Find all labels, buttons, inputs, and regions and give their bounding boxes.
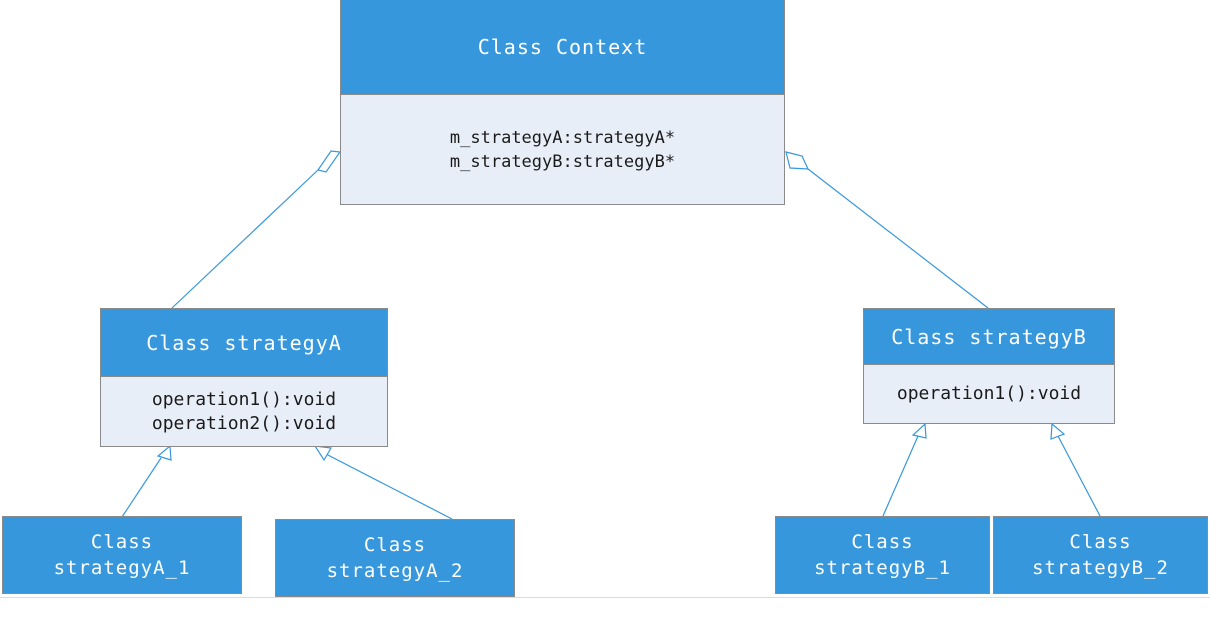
class-strategyA_1: Class strategyA_1: [2, 516, 242, 594]
class-name: strategyB_1: [814, 557, 951, 579]
inheritance-arrow-strategyB_2: [1050, 422, 1066, 440]
member-operation1: operation1():void: [896, 383, 1082, 404]
class-strategyA_2-title: Class strategyA_2: [276, 520, 514, 596]
class-name: strategyB_2: [1032, 557, 1169, 579]
class-name: strategyA_2: [326, 560, 464, 582]
class-strategyB: Class strategyB operation1():void: [863, 308, 1115, 424]
class-strategyA_2: Class strategyA_2: [275, 519, 515, 597]
inheritance-line-strategyB_1: [882, 435, 919, 517]
inheritance-arrow-strategyA_2: [313, 445, 332, 462]
class-context-title: Class Context: [341, 0, 784, 95]
class-name: strategyA_1: [53, 557, 191, 579]
inheritance-arrow-strategyA_1: [156, 444, 172, 461]
member-m-strategyA: m_strategyA:strategyA*: [449, 127, 676, 148]
class-strategyB_2: Class strategyB_2: [993, 516, 1208, 594]
class-keyword: Class: [1069, 531, 1132, 553]
class-strategyA: Class strategyA operation1():void operat…: [100, 308, 388, 447]
class-strategyA-title: Class strategyA: [101, 309, 387, 377]
inheritance-line-strategyB_2: [1057, 435, 1101, 517]
aggregation-diamond-strategyA: [317, 150, 342, 173]
inheritance-line-strategyA_2: [325, 453, 453, 520]
class-strategyA-members: operation1():void operation2():void: [101, 377, 387, 446]
inheritance-line-strategyA_1: [121, 457, 162, 518]
class-strategyB_1-title: Class strategyB_1: [776, 517, 989, 593]
class-strategyB-members: operation1():void: [864, 365, 1114, 423]
aggregation-line-strategyB: [807, 168, 989, 309]
aggregation-line-strategyA: [171, 169, 319, 309]
class-strategyB-title: Class strategyB: [864, 309, 1114, 365]
member-m-strategyB: m_strategyB:strategyB*: [449, 151, 676, 172]
member-operation1: operation1():void: [151, 388, 337, 410]
class-strategyA_1-title: Class strategyA_1: [3, 517, 241, 593]
member-operation2: operation2():void: [151, 412, 337, 434]
class-context: Class Context m_strategyA:strategyA* m_s…: [340, 0, 785, 205]
aggregation-diamond-strategyB: [785, 151, 809, 170]
class-keyword: Class: [851, 531, 914, 553]
baseline-divider: [0, 597, 1210, 598]
class-context-members: m_strategyA:strategyA* m_strategyB:strat…: [341, 95, 784, 204]
class-strategyB_1: Class strategyB_1: [775, 516, 990, 594]
class-keyword: Class: [90, 531, 154, 553]
inheritance-arrow-strategyB_1: [911, 422, 927, 439]
class-keyword: Class: [363, 534, 427, 556]
class-strategyB_2-title: Class strategyB_2: [994, 517, 1207, 593]
